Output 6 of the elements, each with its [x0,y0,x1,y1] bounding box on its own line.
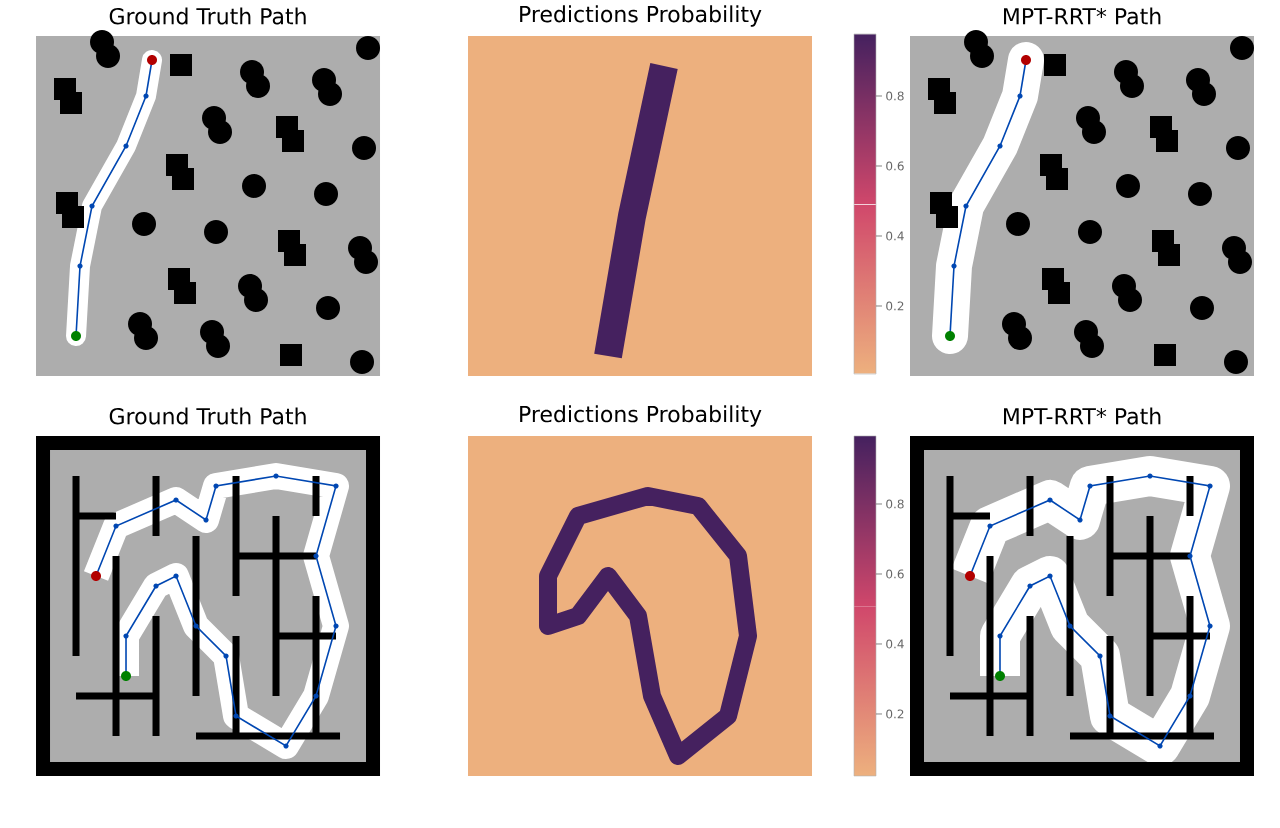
panel-title: Ground Truth Path [109,407,306,425]
panel-title: MPT-RRT* Path [1004,7,1161,25]
panel-title: Predictions Probability [520,405,762,427]
panel-title: MPT-RRT* Path [1004,407,1161,425]
panel-title: Predictions Probability [520,5,762,27]
panel-title: Ground Truth Path [109,7,306,25]
